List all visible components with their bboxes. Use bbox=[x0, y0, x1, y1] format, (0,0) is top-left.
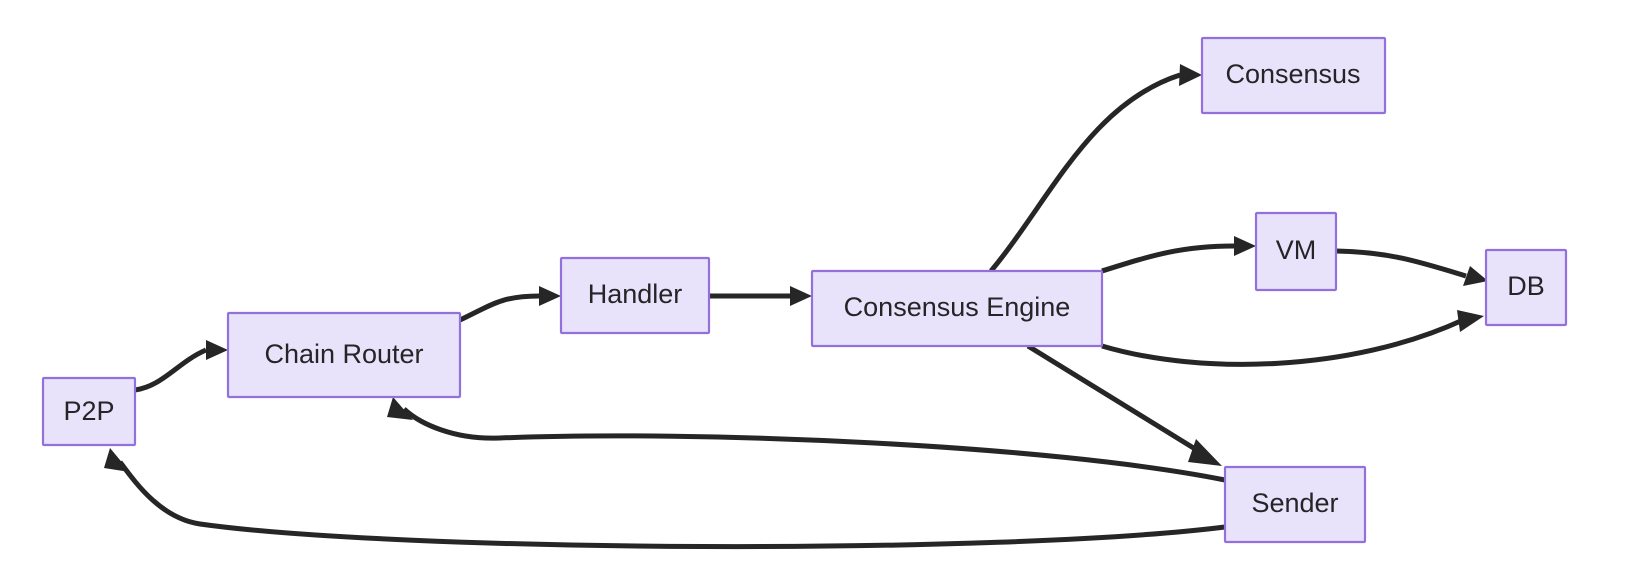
node-consensus-box[interactable] bbox=[1200, 36, 1387, 115]
edge-p2p-to-chain-router[interactable] bbox=[134, 340, 228, 393]
node-layer: P2P Chain Router Handler Consensus Engin… bbox=[41, 36, 1568, 544]
edge-layer bbox=[104, 64, 1488, 550]
node-consensus-engine-label: Consensus Engine bbox=[844, 292, 1071, 322]
edge-consensus-engine-to-consensus[interactable] bbox=[989, 64, 1202, 273]
arrowhead-icon bbox=[104, 448, 130, 472]
edge-consensus-engine-to-sender[interactable] bbox=[1026, 343, 1222, 466]
arrowhead-icon bbox=[387, 397, 413, 420]
node-sender[interactable]: Sender bbox=[1223, 465, 1367, 544]
edge-sender-to-p2p[interactable] bbox=[104, 448, 1226, 550]
node-vm[interactable]: VM bbox=[1254, 211, 1338, 292]
edge-handler-to-consensus-engine[interactable] bbox=[709, 286, 812, 306]
arrowhead-icon bbox=[1463, 266, 1488, 286]
edge-consensus-engine-to-vm[interactable] bbox=[1101, 236, 1256, 274]
edge-consensus-engine-to-db[interactable] bbox=[1101, 310, 1484, 367]
edge-vm-to-db[interactable] bbox=[1335, 248, 1488, 286]
node-chain-router[interactable]: Chain Router bbox=[226, 311, 462, 399]
arrowhead-icon bbox=[206, 340, 228, 360]
node-handler-label: Handler bbox=[588, 279, 683, 309]
node-sender-box[interactable] bbox=[1223, 465, 1367, 544]
node-handler[interactable]: Handler bbox=[559, 256, 711, 335]
node-db-box[interactable] bbox=[1484, 248, 1568, 327]
node-consensus-label: Consensus bbox=[1225, 59, 1360, 89]
node-p2p-label: P2P bbox=[63, 396, 114, 426]
node-vm-label: VM bbox=[1276, 235, 1317, 265]
arrowhead-icon bbox=[1457, 310, 1484, 332]
node-p2p[interactable]: P2P bbox=[41, 376, 137, 447]
arrowhead-icon bbox=[1234, 236, 1256, 256]
node-db-label: DB bbox=[1507, 271, 1545, 301]
node-consensus-engine[interactable]: Consensus Engine bbox=[810, 269, 1104, 348]
arrowhead-icon bbox=[1179, 64, 1202, 86]
node-chain-router-label: Chain Router bbox=[264, 339, 423, 369]
node-handler-box[interactable] bbox=[559, 256, 711, 335]
edge-chain-router-to-handler[interactable] bbox=[458, 286, 561, 323]
node-consensus-engine-box[interactable] bbox=[810, 269, 1104, 348]
node-db[interactable]: DB bbox=[1484, 248, 1568, 327]
node-sender-label: Sender bbox=[1251, 488, 1338, 518]
arrowhead-icon bbox=[1188, 439, 1222, 466]
node-consensus[interactable]: Consensus bbox=[1200, 36, 1387, 115]
arrowhead-icon bbox=[539, 286, 561, 306]
node-chain-router-box[interactable] bbox=[226, 311, 462, 399]
node-p2p-box[interactable] bbox=[41, 376, 137, 447]
node-vm-box[interactable] bbox=[1254, 211, 1338, 292]
edge-sender-to-chain-router[interactable] bbox=[387, 397, 1226, 483]
arrowhead-icon bbox=[790, 286, 812, 306]
